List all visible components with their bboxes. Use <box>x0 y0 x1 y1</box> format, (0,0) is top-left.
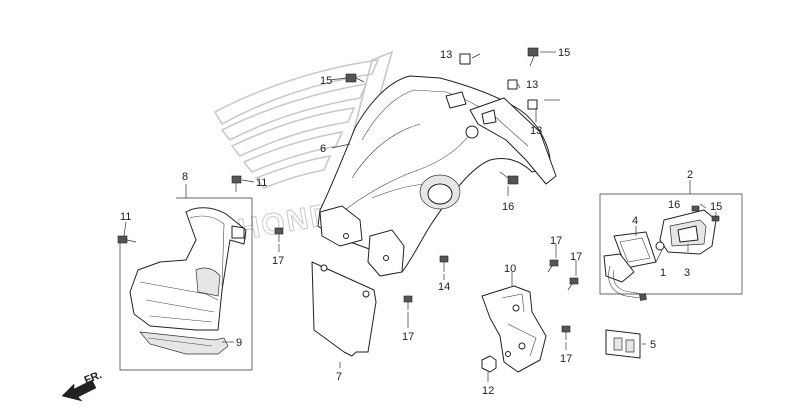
screw-11-upper-icon <box>231 175 242 192</box>
callout-5: 5 <box>650 339 656 351</box>
callout-1: 1 <box>660 267 666 279</box>
screw-17-b-icon <box>403 295 413 310</box>
clip-13-right-icon <box>527 99 538 110</box>
clip-13-top-icon <box>459 53 471 65</box>
callout-2: 2 <box>687 169 693 181</box>
fasteners <box>117 47 720 373</box>
screw-16-b-icon <box>711 215 720 222</box>
nut-12-icon <box>481 355 497 373</box>
screw-17-a-icon <box>274 227 284 242</box>
license-bracket-part-10 <box>481 285 547 373</box>
callout-6: 6 <box>320 143 326 155</box>
callout-13-top: 13 <box>440 49 452 61</box>
callout-10: 10 <box>504 263 516 275</box>
screw-14-icon <box>439 255 449 272</box>
leader-lines <box>123 51 717 382</box>
callout-15-mid: 16 <box>502 201 514 213</box>
callout-4: 4 <box>632 215 638 227</box>
callout-7: 7 <box>336 371 342 383</box>
callout-15-top: 15 <box>558 47 570 59</box>
screw-11-left-icon <box>117 235 137 244</box>
callout-labels: 15 15 13 13 13 6 8 11 11 9 17 7 17 14 16… <box>120 47 722 397</box>
callout-16-b: 15 <box>710 201 722 213</box>
screw-17-e-icon <box>561 325 571 340</box>
group-frame-part-8 <box>119 197 253 371</box>
clip-13-mid-icon <box>507 79 518 90</box>
callout-11-upper: 11 <box>256 177 267 189</box>
callout-13-right: 13 <box>530 125 542 137</box>
callout-8: 8 <box>182 171 188 183</box>
screw-17-d-icon <box>567 277 579 291</box>
bolt-15-top-icon <box>527 47 539 67</box>
callout-9: 9 <box>236 337 242 349</box>
bolt-15-mid-icon <box>499 171 519 185</box>
callout-14: 14 <box>438 281 450 293</box>
callout-17-d: 17 <box>570 251 582 263</box>
callout-13-mid: 13 <box>526 79 538 91</box>
splash-guard-part-8 <box>129 207 247 331</box>
arrow-front-icon <box>61 379 97 402</box>
callout-17-b: 17 <box>402 331 414 343</box>
callout-17-e: 17 <box>560 353 572 365</box>
tail-light-part-3 <box>659 209 717 255</box>
reflector-part-5 <box>605 329 641 359</box>
rear-fender-part-6 <box>317 75 557 277</box>
callout-17-c: 17 <box>550 235 562 247</box>
rubber-strip-part-9 <box>139 331 229 355</box>
callout-11-left: 11 <box>120 211 131 223</box>
callout-15-left: 15 <box>320 75 332 87</box>
front-direction-marker: FR. <box>61 369 104 402</box>
screw-16-a-icon <box>691 205 700 212</box>
plate-part-7 <box>311 261 377 357</box>
callout-17-a: 17 <box>272 255 284 267</box>
callout-12: 12 <box>482 385 494 397</box>
callout-3: 3 <box>684 267 690 279</box>
screw-17-c-icon <box>547 259 559 273</box>
front-direction-label: FR. <box>83 369 104 387</box>
group-frame-part-2 <box>599 193 743 295</box>
callout-16-a: 16 <box>668 199 680 211</box>
